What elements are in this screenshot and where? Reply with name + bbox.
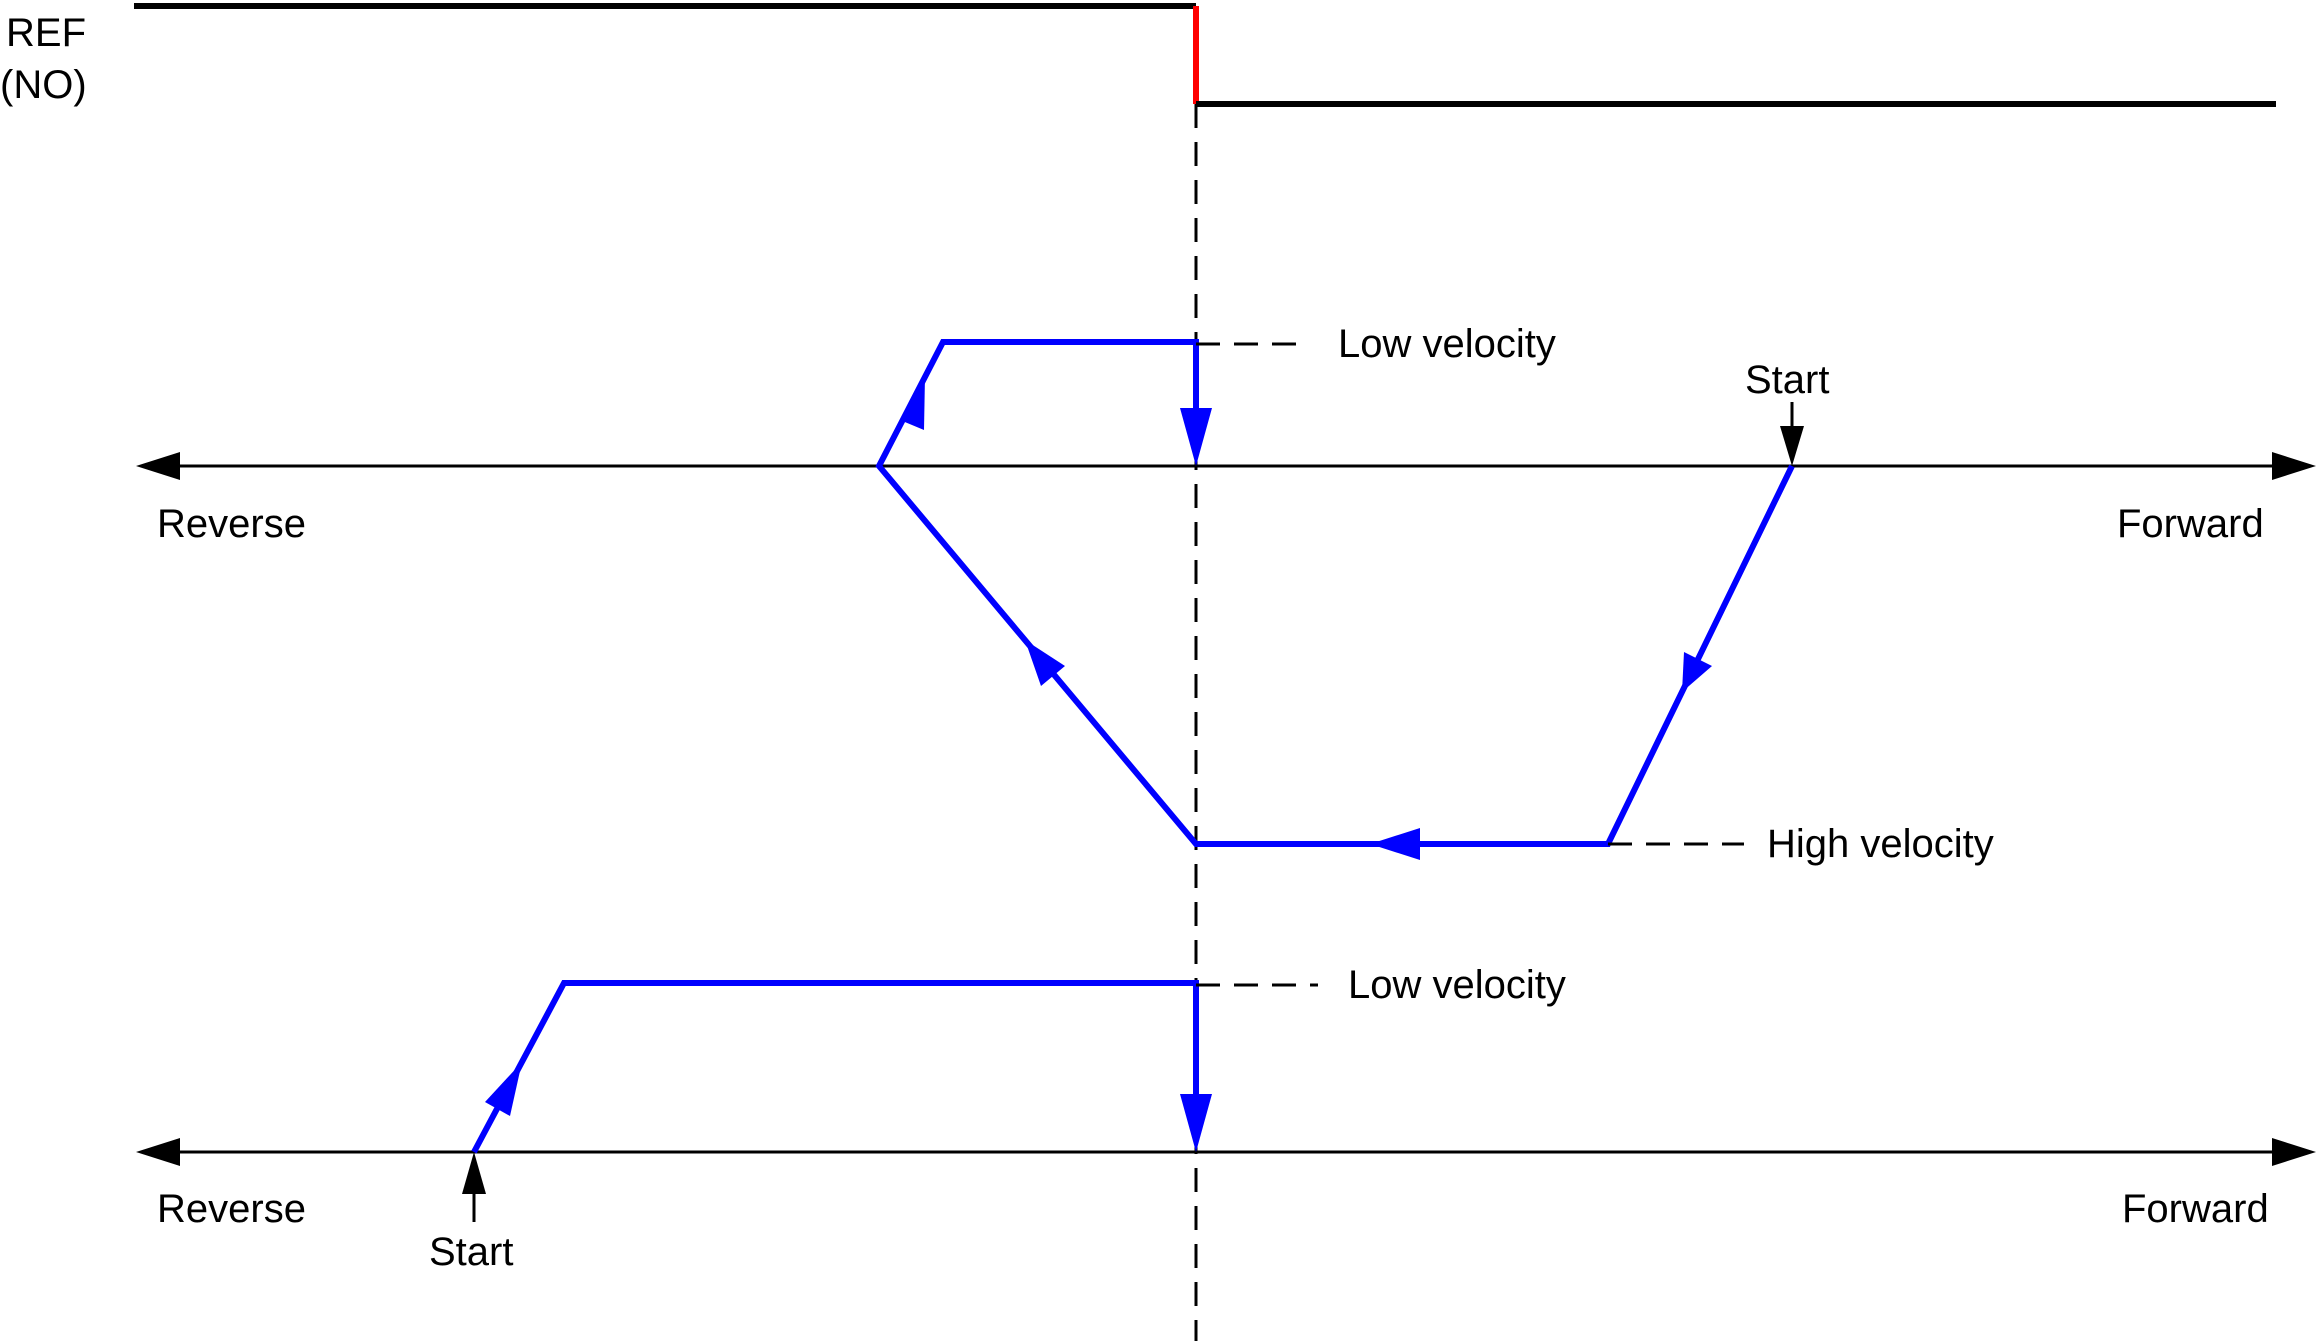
upper-profile-arrow-descend — [1682, 652, 1712, 692]
lower-start-marker-arrow — [462, 1152, 486, 1194]
upper-axis-forward-label: Forward — [2117, 502, 2264, 546]
upper-axis-forward-arrow — [2272, 452, 2316, 480]
upper-profile-arrow-rise — [900, 376, 925, 430]
lower-axis-reverse-arrow — [136, 1138, 180, 1166]
low-velocity-lower-label: Low velocity — [1348, 963, 1566, 1007]
ref-signal: REF (NO) — [0, 3, 2276, 107]
upper-profile-arrow-stop — [1180, 408, 1212, 466]
upper-profile-arrow-return — [1025, 640, 1065, 686]
lower-profile-arrow-stop — [1180, 1094, 1212, 1152]
lower-axis-reverse-label: Reverse — [157, 1187, 306, 1231]
upper-motion-profile: Low velocity High velocity — [875, 322, 1994, 866]
upper-start-label: Start — [1745, 358, 1829, 402]
low-velocity-upper-label: Low velocity — [1338, 322, 1556, 366]
upper-profile-path — [875, 339, 1795, 847]
lower-profile-path — [471, 980, 1199, 1154]
high-velocity-label: High velocity — [1767, 822, 1994, 866]
ref-label-line2: (NO) — [0, 63, 87, 107]
lower-profile-arrow-rise — [485, 1062, 522, 1116]
lower-motion-profile: Low velocity — [471, 963, 1566, 1154]
upper-axis: Reverse Forward Start — [136, 358, 2316, 546]
upper-start-marker-arrow — [1780, 426, 1804, 466]
lower-axis-forward-arrow — [2272, 1138, 2316, 1166]
ref-label-line1: REF — [6, 11, 86, 55]
lower-start-label: Start — [429, 1230, 513, 1274]
lower-axis: Reverse Forward Start — [136, 1138, 2316, 1274]
upper-axis-reverse-label: Reverse — [157, 502, 306, 546]
upper-axis-reverse-arrow — [136, 452, 180, 480]
upper-profile-arrow-high-velocity — [1370, 828, 1420, 860]
lower-axis-forward-label: Forward — [2122, 1187, 2269, 1231]
